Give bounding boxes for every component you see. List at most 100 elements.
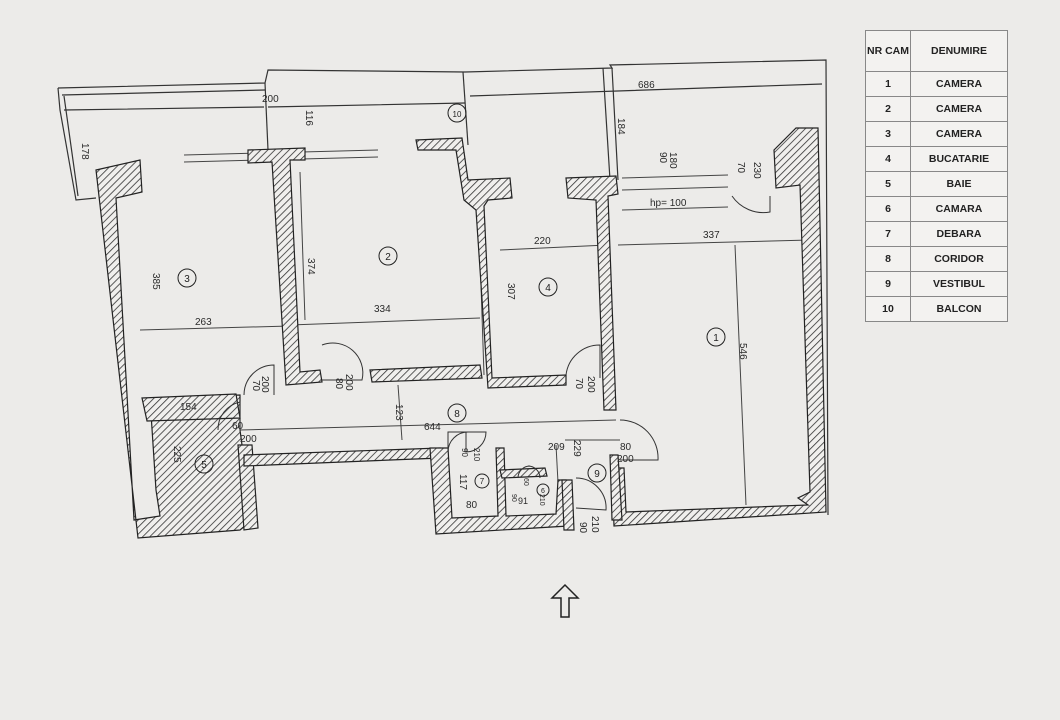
dim-camara-4: 210 <box>538 494 545 506</box>
legend-nr: 3 <box>865 121 911 147</box>
legend-nr: 5 <box>865 171 911 197</box>
legend-nr: 9 <box>865 271 911 297</box>
legend-nr: 4 <box>865 146 911 172</box>
dim-camara-2: 91 <box>518 496 528 506</box>
dim-hp: hp= 100 <box>650 198 687 209</box>
dim-room1-length: 546 <box>737 343 748 360</box>
dim-door2-b: 200 <box>343 374 354 391</box>
dim-vest-depth: 229 <box>571 440 582 457</box>
legend-nr: 1 <box>865 71 911 97</box>
legend-name: CAMARA <box>910 196 1008 222</box>
dim-door2-a: 80 <box>333 378 344 390</box>
wall-3-2 <box>247 147 323 386</box>
room-id-7: 7 <box>480 477 485 486</box>
dim-camara-3: 90 <box>510 494 517 502</box>
wall-2-bottom <box>369 364 483 383</box>
legend-name: CORIDOR <box>910 246 1008 272</box>
dim-entry-1: 90 <box>577 522 588 534</box>
dim-room3-width: 263 <box>195 317 212 328</box>
dim-kitchen-height: 307 <box>505 283 516 300</box>
legend-nr: 10 <box>865 296 911 322</box>
legend-name: CAMERA <box>910 71 1008 97</box>
legend-name: BALCON <box>910 296 1008 322</box>
wall-right <box>611 127 827 527</box>
room-labels: 1 2 3 4 5 6 7 8 9 10 <box>184 110 719 495</box>
wall-4-1 <box>565 175 619 411</box>
room-id-10: 10 <box>453 110 462 119</box>
dim-door4-a: 70 <box>573 378 584 390</box>
dim-debara-4: 80 <box>466 500 478 511</box>
dim-corridor-length: 644 <box>424 422 441 433</box>
room-id-2: 2 <box>385 252 391 263</box>
legend-nr: 6 <box>865 196 911 222</box>
dim-window-2b: 230 <box>751 162 762 179</box>
dim-window-1b: 180 <box>667 152 678 169</box>
balcony-outline <box>57 59 829 516</box>
room-id-6: 6 <box>541 488 545 495</box>
room-id-9: 9 <box>594 469 600 480</box>
legend-name: CAMERA <box>910 96 1008 122</box>
wall-bath-right <box>237 444 259 531</box>
room-id-8: 8 <box>454 409 460 420</box>
dim-balcony-len-4: 184 <box>615 118 626 135</box>
door-swings <box>217 195 771 511</box>
walls <box>95 127 827 539</box>
legend-name: BAIE <box>910 171 1008 197</box>
dim-bath-height: 225 <box>171 446 182 463</box>
dim-door5-a: 60 <box>232 421 244 432</box>
entrance-arrow <box>550 583 580 618</box>
dim-room3-height: 385 <box>150 273 161 290</box>
dim-door5-b: 200 <box>240 434 257 445</box>
dim-door3-b: 200 <box>259 376 270 393</box>
wall-left <box>95 159 253 539</box>
dim-door3-a: 70 <box>250 380 261 392</box>
wall-vestibule <box>609 454 623 521</box>
legend-header-name: DENUMIRE <box>910 30 1008 72</box>
dim-room2-width: 334 <box>374 304 391 315</box>
room-id-5: 5 <box>201 460 207 471</box>
dim-entry-2: 210 <box>589 516 600 533</box>
wall-storage-mid <box>499 467 548 479</box>
dim-window-1: 90 <box>657 152 668 164</box>
room-id-1: 1 <box>713 333 719 344</box>
dim-door1-a: 80 <box>620 442 632 453</box>
dim-room1-width: 337 <box>703 230 720 241</box>
dim-balcony-len-2: 116 <box>303 110 314 126</box>
room-id-4: 4 <box>545 283 551 294</box>
dim-room2-height: 374 <box>305 258 316 275</box>
legend-name: VESTIBUL <box>910 271 1008 297</box>
dim-balcony-len-1: 200 <box>262 94 279 105</box>
room-markers <box>177 103 726 497</box>
dim-vest-width: 209 <box>548 442 565 453</box>
wall-2-4 <box>415 137 567 389</box>
legend-name: DEBARA <box>910 221 1008 247</box>
dim-bath-width: 154 <box>180 402 197 413</box>
legend-name: BUCATARIE <box>910 146 1008 172</box>
dim-door1-b: 200 <box>617 454 634 465</box>
dim-kitchen-width: 220 <box>534 236 551 247</box>
dim-corridor-depth: 123 <box>393 404 404 421</box>
dim-balcony-len-3: 686 <box>638 80 655 91</box>
dim-door4-b: 200 <box>585 376 596 393</box>
room-id-3: 3 <box>184 274 190 285</box>
dim-debara-2: 210 <box>472 448 481 462</box>
legend-nr: 8 <box>865 246 911 272</box>
legend-nr: 7 <box>865 221 911 247</box>
dim-window-2: 70 <box>735 162 746 174</box>
legend-name: CAMERA <box>910 121 1008 147</box>
legend-header-nr: NR CAM <box>865 30 911 72</box>
dimension-labels: 1 7 8 200 116 686 184 90 180 70 230 hp= 10… <box>79 80 762 534</box>
dim-camara-1: 60 <box>522 478 529 486</box>
legend-header-row: NR CAM DENUMIRE <box>865 30 1008 72</box>
